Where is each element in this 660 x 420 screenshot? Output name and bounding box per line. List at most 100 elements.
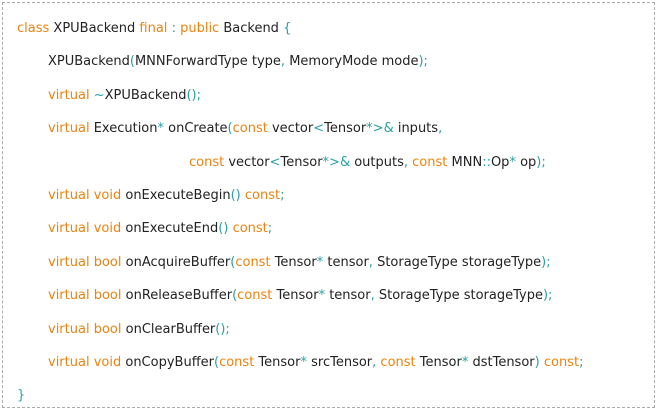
keyword-token: virtual [48, 254, 90, 270]
code-block: class XPUBackend final : public Backend … [2, 2, 655, 408]
punctuation-token: { [283, 21, 292, 36]
identifier-token: MNNForwardType type [134, 54, 281, 70]
keyword-token: const [232, 221, 268, 237]
keyword-token: void [93, 221, 122, 237]
punctuation-token: ( [230, 254, 236, 270]
keyword-token: const [232, 121, 268, 137]
identifier-token: srcTensor [306, 355, 373, 371]
identifier-token: Tensor [254, 355, 301, 371]
punctuation-token: ) [534, 355, 540, 371]
punctuation-token: ( [129, 54, 135, 70]
identifier-token: inputs [393, 121, 439, 137]
punctuation-token: ); [541, 254, 551, 270]
code-line: virtual ~XPUBackend(); [17, 79, 650, 112]
code-line: } [17, 379, 650, 412]
punctuation-token: * [318, 288, 326, 304]
punctuation-token: , [438, 121, 443, 137]
punctuation-token: ); [542, 288, 553, 304]
keyword-token: const [237, 288, 273, 304]
punctuation-token: ; [579, 355, 584, 371]
identifier-token: outputs [350, 154, 404, 170]
keyword-token: void [93, 355, 122, 371]
punctuation-token: , [403, 154, 409, 170]
identifier-token: MemoryMode mode [285, 54, 419, 70]
code-line: XPUBackend(MNNForwardType type, MemoryMo… [17, 45, 650, 78]
keyword-token: virtual [48, 188, 90, 204]
punctuation-token: * [316, 254, 324, 270]
identifier-token: XPUBackend [48, 54, 130, 70]
punctuation-token: : [171, 21, 176, 36]
keyword-token: const [380, 355, 416, 371]
identifier-token: Tensor [415, 355, 462, 371]
identifier-token: tensor [325, 288, 371, 304]
identifier-token: Tensor [324, 121, 367, 137]
punctuation-token: * [300, 355, 307, 371]
keyword-token: const [543, 355, 580, 371]
identifier-token: onCopyBuffer [121, 355, 214, 371]
keyword-token: const [412, 154, 448, 170]
identifier-token: onClearBuffer [121, 321, 216, 337]
keyword-token: virtual [48, 321, 90, 337]
punctuation-token: ); [536, 154, 546, 170]
punctuation-token: ); [418, 54, 428, 70]
punctuation-token: *>& [366, 121, 394, 137]
identifier-token: onCreate [164, 121, 228, 137]
identifier-token: Execution [89, 121, 158, 137]
punctuation-token: , [370, 288, 375, 304]
punctuation-token: ( [214, 355, 220, 371]
keyword-token: public [180, 21, 220, 36]
identifier-token: Op [490, 154, 510, 170]
keyword-token: void [93, 188, 122, 204]
punctuation-token: *>& [322, 154, 351, 170]
identifier-token: Tensor [270, 254, 317, 270]
identifier-token: StorageType storageType [372, 254, 542, 270]
keyword-token: const [189, 154, 225, 170]
punctuation-token: * [157, 121, 165, 137]
identifier-token: Tensor [272, 288, 319, 304]
code-line: virtual bool onClearBuffer(); [17, 313, 650, 346]
punctuation-token: (); [186, 87, 202, 103]
punctuation-token: ( [227, 121, 233, 137]
identifier-token: XPUBackend [49, 21, 140, 36]
identifier-token: onExecuteBegin [121, 188, 231, 204]
keyword-token: class [17, 21, 50, 36]
punctuation-token: ~ [93, 87, 105, 103]
punctuation-token: (); [215, 321, 230, 337]
punctuation-token: , [372, 355, 377, 371]
punctuation-token: , [368, 254, 373, 270]
identifier-token: vector [267, 121, 314, 137]
identifier-token: op [515, 154, 537, 170]
code-line: const vector<Tensor*>& outputs, const MN… [17, 146, 650, 179]
keyword-token: bool [93, 321, 122, 337]
code-line: virtual bool onReleaseBuffer(const Tenso… [17, 279, 650, 312]
punctuation-token: () [218, 221, 229, 237]
keyword-token: const [244, 188, 281, 204]
keyword-token: const [219, 355, 255, 371]
punctuation-token: , [280, 54, 286, 70]
identifier-token: Backend [219, 21, 284, 36]
identifier-token: StorageType storageType [374, 288, 543, 304]
keyword-token: virtual [48, 355, 90, 371]
code-line: virtual Execution* onCreate(const vector… [17, 112, 650, 145]
punctuation-token: } [17, 388, 26, 404]
punctuation-token: ; [280, 188, 285, 204]
punctuation-token: * [461, 355, 469, 371]
identifier-token: dstTensor [468, 355, 535, 371]
keyword-token: final [139, 21, 168, 36]
identifier-token: tensor [323, 254, 369, 270]
code-line: virtual void onExecuteBegin() const; [17, 179, 650, 212]
keyword-token: virtual [48, 288, 90, 304]
punctuation-token: () [230, 188, 241, 204]
keyword-token: virtual [48, 221, 90, 237]
identifier-token: onAcquireBuffer [121, 254, 231, 270]
identifier-token: onExecuteEnd [121, 221, 219, 237]
punctuation-token: ; [267, 221, 273, 237]
punctuation-token: ( [232, 288, 238, 304]
keyword-token: bool [93, 288, 122, 304]
punctuation-token: < [313, 121, 325, 137]
keyword-token: const [235, 254, 271, 270]
identifier-token: Tensor [280, 154, 323, 170]
punctuation-token: < [269, 154, 281, 170]
punctuation-token: :: [482, 154, 491, 170]
identifier-token: MNN [447, 154, 483, 170]
